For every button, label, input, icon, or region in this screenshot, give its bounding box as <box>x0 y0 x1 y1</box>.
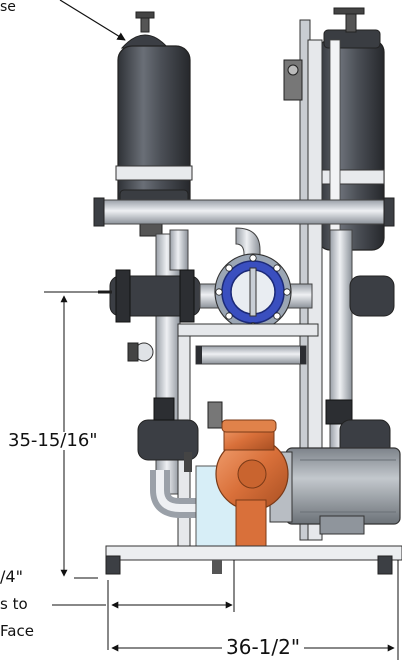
rear-filter-assembly <box>283 7 385 541</box>
top-callout-text: se <box>0 0 16 15</box>
upper-valve-row <box>98 269 395 323</box>
butterfly-valve <box>214 253 292 331</box>
width-dimension-label: 36-1/2" <box>222 637 305 657</box>
inlet-face-label-line1: s to <box>0 595 28 613</box>
callout-leader <box>59 0 126 41</box>
front-frame <box>177 323 319 551</box>
inlet-face-label-line2: Face <box>0 622 34 640</box>
pressure-gauge <box>127 342 154 362</box>
partial-dimension-label: /4" <box>0 567 23 586</box>
top-header-pipe <box>97 199 394 225</box>
inlet-face-dimension <box>52 560 235 650</box>
lower-valve-row <box>137 397 391 518</box>
base-skid <box>105 545 402 575</box>
height-dimension-label: 35-15/16" <box>8 430 98 451</box>
